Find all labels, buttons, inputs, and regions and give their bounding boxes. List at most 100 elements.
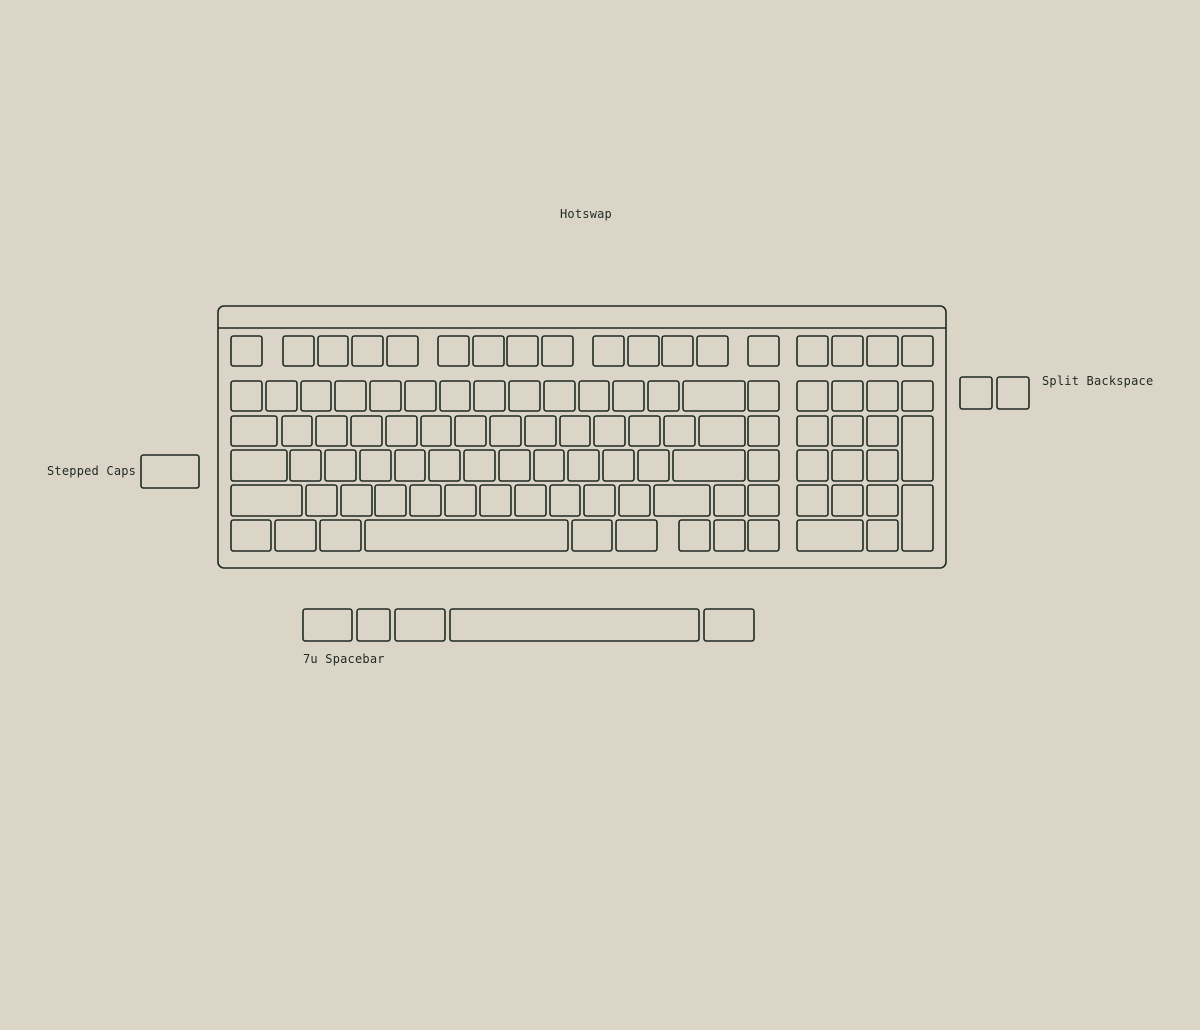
key-r5-7	[713, 519, 746, 552]
key-r4-5	[444, 484, 477, 517]
key-r0-7	[506, 335, 539, 367]
key-r2-8	[524, 415, 557, 447]
key-r2-17	[866, 415, 899, 447]
key-r3-16	[866, 449, 899, 482]
key-r3-4	[394, 449, 426, 482]
key-r5-3	[364, 519, 569, 552]
split-backspace-label: Split Backspace	[1042, 374, 1154, 388]
stepped-caps-label: Stepped Caps	[47, 464, 137, 478]
key-r5-4	[571, 519, 613, 552]
key-r3-7	[498, 449, 531, 482]
key-r2-5	[420, 415, 452, 447]
key-r2-10	[593, 415, 626, 447]
key-r1-5	[404, 380, 437, 412]
key-r2-11	[628, 415, 661, 447]
key-r1-15	[796, 380, 829, 412]
spacebar-row-key-ralt	[703, 608, 755, 642]
key-r0-4	[386, 335, 419, 367]
key-r2-0	[230, 415, 278, 447]
key-r1-4	[369, 380, 402, 412]
key-r2-6	[454, 415, 487, 447]
key-r2-1	[281, 415, 313, 447]
key-r4-0	[230, 484, 303, 517]
key-r3-5	[428, 449, 461, 482]
key-r3-15	[831, 449, 864, 482]
key-r5-0	[230, 519, 272, 552]
key-r3-14	[796, 449, 829, 482]
spacebar-7u-key	[449, 608, 700, 642]
key-r0-11	[661, 335, 694, 367]
numpad-plus-key	[901, 415, 934, 482]
key-r2-4	[385, 415, 418, 447]
key-r4-13	[747, 484, 780, 517]
key-r1-18	[901, 380, 934, 412]
key-r3-0	[230, 449, 288, 482]
key-r5-8	[747, 519, 780, 552]
numpad-enter-key	[901, 484, 934, 552]
key-r4-16	[866, 484, 899, 517]
key-r0-12	[696, 335, 729, 367]
key-r3-9	[567, 449, 600, 482]
key-r5-1	[274, 519, 317, 552]
spacebar-row-key-win	[356, 608, 391, 642]
key-r3-11	[637, 449, 670, 482]
key-r4-7	[514, 484, 547, 517]
key-r3-8	[533, 449, 565, 482]
key-r3-2	[324, 449, 357, 482]
key-r5-6	[678, 519, 711, 552]
key-r2-3	[350, 415, 383, 447]
key-r4-10	[618, 484, 651, 517]
alternate-layout-keys	[140, 376, 1030, 642]
split-backspace-key-right	[996, 376, 1030, 410]
key-r1-12	[647, 380, 680, 412]
spacebar-row-key-alt	[394, 608, 446, 642]
key-r1-0	[230, 380, 263, 412]
key-r4-11	[653, 484, 711, 517]
key-r5-5	[615, 519, 658, 552]
key-r0-1	[282, 335, 315, 367]
key-r3-12	[672, 449, 746, 482]
key-r0-5	[437, 335, 470, 367]
key-r0-3	[351, 335, 384, 367]
key-r0-10	[627, 335, 660, 367]
key-r1-9	[543, 380, 576, 412]
key-r1-6	[439, 380, 471, 412]
key-r1-8	[508, 380, 541, 412]
keyboard-case	[217, 305, 947, 569]
key-r4-1	[305, 484, 338, 517]
key-r5-2	[319, 519, 362, 552]
key-r1-7	[473, 380, 506, 412]
key-r0-0	[230, 335, 263, 367]
key-r0-6	[472, 335, 505, 367]
key-r1-3	[334, 380, 367, 412]
key-r2-2	[315, 415, 348, 447]
key-r1-10	[578, 380, 610, 412]
hotswap-label: Hotswap	[560, 207, 612, 221]
key-r0-9	[592, 335, 625, 367]
key-r2-15	[796, 415, 829, 447]
key-r3-10	[602, 449, 635, 482]
key-r0-2	[317, 335, 349, 367]
key-r2-16	[831, 415, 864, 447]
key-r1-16	[831, 380, 864, 412]
key-r1-17	[866, 380, 899, 412]
key-r4-4	[409, 484, 442, 517]
key-r0-14	[796, 335, 829, 367]
key-r1-13	[682, 380, 746, 412]
key-r1-2	[300, 380, 332, 412]
key-r0-17	[901, 335, 934, 367]
key-r0-15	[831, 335, 864, 367]
key-r4-3	[374, 484, 407, 517]
key-r4-15	[831, 484, 864, 517]
key-r0-8	[541, 335, 574, 367]
spacebar-row-key-ctrl	[302, 608, 353, 642]
key-r0-13	[747, 335, 780, 367]
key-r3-13	[747, 449, 780, 482]
key-r4-9	[583, 484, 616, 517]
key-r4-2	[340, 484, 373, 517]
key-r4-8	[549, 484, 581, 517]
key-r3-6	[463, 449, 496, 482]
key-r1-1	[265, 380, 298, 412]
key-r2-7	[489, 415, 522, 447]
